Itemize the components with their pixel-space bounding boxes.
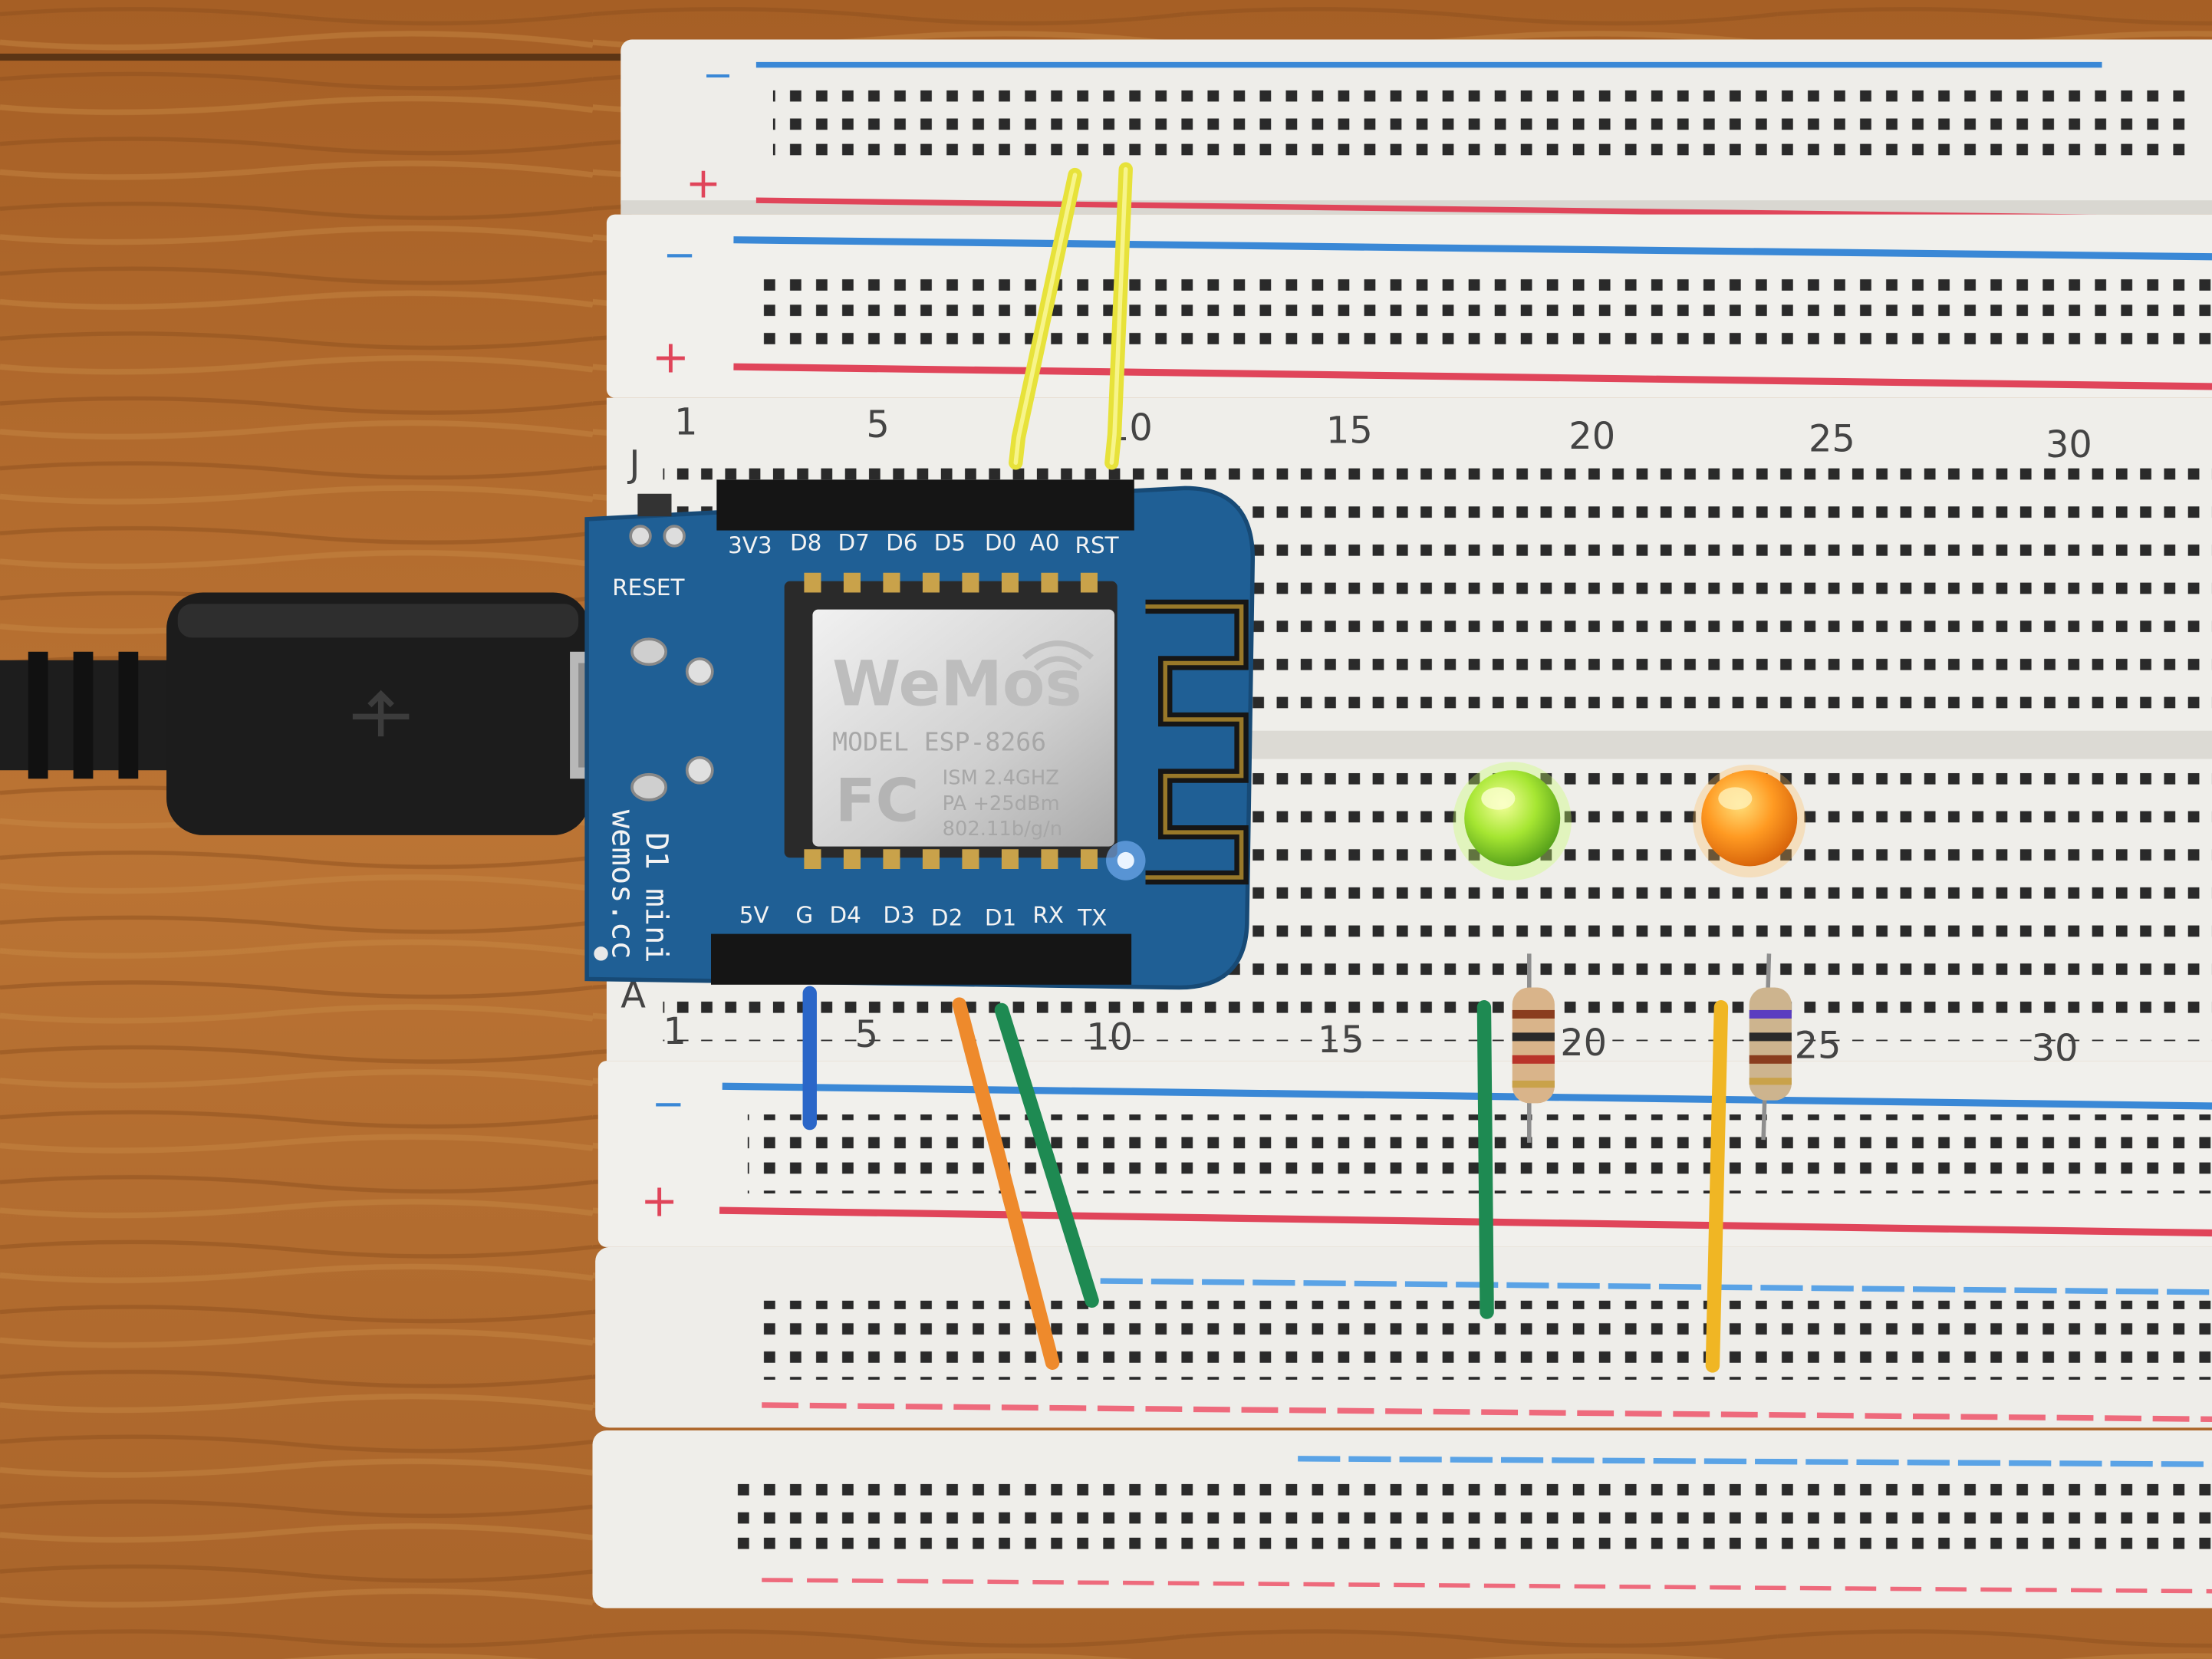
column-number: 20 <box>1560 1022 1607 1065</box>
wood-plank-seam <box>0 53 635 61</box>
orange-led <box>1693 764 1806 878</box>
column-number: 30 <box>2046 424 2092 466</box>
solder-pad <box>630 637 667 667</box>
power-rail-bottom-1: − + <box>597 1061 2212 1247</box>
module-spec-line: ISM 2.4GHZ <box>943 767 1059 790</box>
orange-wire <box>952 997 1060 1370</box>
module-model: MODEL ESP-8266 <box>832 727 1046 757</box>
pin-label: RST <box>1075 532 1120 558</box>
reset-pad <box>629 525 652 548</box>
module-spec-line: 802.11b/g/n <box>943 818 1062 841</box>
reset-button[interactable] <box>637 493 672 517</box>
yellow-wire <box>1705 1000 1729 1373</box>
pin-label: D1 <box>985 905 1016 931</box>
power-rail-top-2: − + <box>606 214 2212 398</box>
pin-label: 3V3 <box>728 532 772 558</box>
column-number: 25 <box>1809 419 1855 461</box>
column-number: 5 <box>866 404 889 446</box>
column-numbers-bottom: 1 5 10 15 20 25 30 <box>663 1011 2078 1070</box>
power-rail-bottom-2 <box>595 1246 2212 1428</box>
pin-label: D0 <box>985 529 1016 555</box>
column-number: 25 <box>1795 1025 1842 1067</box>
module-logo: WeMos <box>832 649 1081 721</box>
column-number: 20 <box>1568 416 1615 458</box>
green-wire <box>994 1002 1099 1308</box>
power-rail-bottom-3 <box>592 1430 2212 1608</box>
usb-cable <box>0 592 607 835</box>
pin-label: RX <box>1032 902 1064 928</box>
onboard-led <box>1117 851 1134 869</box>
resistor <box>1512 953 1555 1143</box>
via-pad <box>685 755 714 785</box>
column-number: 15 <box>1326 410 1373 453</box>
resistor <box>1749 953 1792 1141</box>
fcc-logo: FC <box>835 766 919 835</box>
pin-label: 5V <box>739 902 769 928</box>
jumper-wires <box>802 162 1729 1373</box>
green-led <box>1453 762 1572 881</box>
rail-plus-sign: + <box>686 159 721 208</box>
row-letter-j: J <box>627 444 640 486</box>
pin-label: G <box>795 902 813 928</box>
esp8266-module: WeMos MODEL ESP-8266 FC ISM 2.4GHZ PA +2… <box>784 572 1118 869</box>
wifi-icon <box>1022 640 1094 671</box>
rail-minus-sign: − <box>703 54 733 97</box>
board-site: wemos.cc <box>604 810 641 960</box>
usb-symbol-icon <box>352 690 410 737</box>
header-bottom <box>711 933 1132 985</box>
module-spec-line: PA +25dBm <box>943 792 1060 815</box>
pin-label: D3 <box>883 902 914 928</box>
header-top <box>716 479 1134 531</box>
rail-plus-sign: + <box>640 1173 678 1226</box>
pin-label: D2 <box>931 905 963 931</box>
pin-label: A0 <box>1030 529 1060 555</box>
status-dot <box>594 946 608 961</box>
reset-label: RESET <box>612 574 685 601</box>
column-number: 1 <box>674 402 697 444</box>
wemos-d1-mini-board: RESET 3V3 D8 D7 D6 D5 D0 A0 RST 5V G D4 … <box>584 479 1256 990</box>
rail-minus-sign: − <box>663 232 696 278</box>
column-number: 10 <box>1086 1016 1133 1058</box>
pin-label: D6 <box>886 529 917 555</box>
green-wire <box>1476 1000 1494 1319</box>
rail-minus-sign: − <box>652 1081 685 1127</box>
power-rail-top-1: − + <box>620 39 2212 220</box>
reset-pad <box>663 525 686 548</box>
column-number: 15 <box>1318 1019 1364 1062</box>
pin-label: D8 <box>790 529 821 555</box>
pin-label: D7 <box>838 529 870 555</box>
pin-label: D5 <box>934 529 966 555</box>
board-model-name: D1 mini <box>638 832 675 963</box>
column-number: 1 <box>663 1011 686 1053</box>
pin-label: D4 <box>830 902 861 928</box>
column-number: 5 <box>855 1014 878 1056</box>
solder-pad <box>630 772 667 802</box>
via-pad <box>685 657 714 686</box>
pin-label: TX <box>1077 905 1107 931</box>
rail-plus-sign: + <box>652 331 690 383</box>
